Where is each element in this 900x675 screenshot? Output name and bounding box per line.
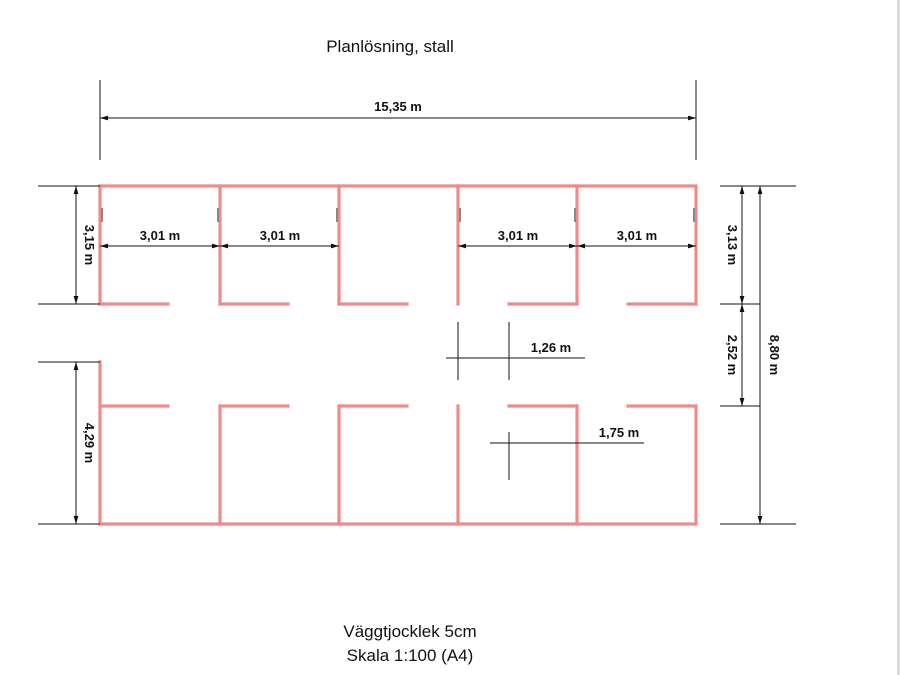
opening-label-1: 1,26 m [531,340,571,355]
lower-depth-label: 4,29 m [82,423,97,463]
right-depth-dimensions: 3,13 m 2,52 m 8,80 m [720,185,796,525]
overall-width-dimension: 15,35 m [99,80,697,160]
box-width-label-4: 3,01 m [617,228,657,243]
box-width-label-1: 3,01 m [140,228,180,243]
door-marks [101,208,695,222]
overall-width-label: 15,35 m [374,99,422,114]
upper-depth-right-label: 3,13 m [725,225,740,265]
total-depth-label: 8,80 m [767,335,782,375]
page-edge [897,0,900,675]
box-width-label-2: 3,01 m [260,228,300,243]
aisle-width-label: 2,52 m [725,335,740,375]
scale-note: Skala 1:100 (A4) [347,646,474,665]
opening-dimensions: 1,26 m 1,75 m [446,322,644,480]
upper-depth-label: 3,15 m [82,225,97,265]
walls [98,184,698,526]
box-width-dimensions: 3,01 m 3,01 m 3,01 m 3,01 m [100,228,696,249]
left-depth-dimensions: 3,15 m 4,29 m [38,185,100,525]
box-width-label-3: 3,01 m [498,228,538,243]
wall-thickness-note: Väggtjocklek 5cm [343,622,476,641]
drawing-title: Planlösning, stall [326,37,454,56]
opening-label-2: 1,75 m [599,425,639,440]
